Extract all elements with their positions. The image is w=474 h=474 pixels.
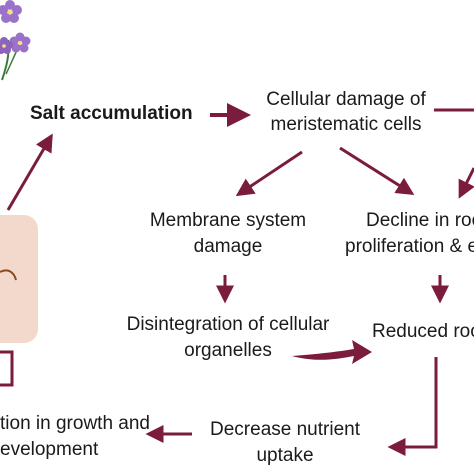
arrow-right-to-decline bbox=[458, 167, 474, 199]
membrane-damage-line1: Membrane system bbox=[149, 210, 307, 231]
decline-line1: Decline in roo bbox=[366, 210, 474, 231]
salt-accumulation-label: Salt accumulation bbox=[30, 103, 193, 124]
decrease-nutrient-line1: Decrease nutrient bbox=[210, 419, 360, 440]
arrow-disintegration-to-reduced bbox=[292, 340, 372, 364]
cellular-damage-line2: meristematic cells bbox=[270, 114, 422, 135]
membrane-damage-line2: damage bbox=[193, 236, 263, 257]
decrease-nutrient-line2: uptake bbox=[256, 445, 314, 466]
decline-line2: proliferation & e bbox=[345, 236, 474, 257]
arrow-cellular-to-membrane bbox=[235, 150, 303, 197]
reduced-root-label: Reduced roo bbox=[372, 321, 474, 342]
disintegration-line2: organelles bbox=[184, 340, 272, 361]
arrow-cellular-to-decline bbox=[339, 146, 415, 196]
disintegration-line1: Disintegration of cellular bbox=[126, 314, 330, 335]
growth-line1: tion in growth and bbox=[0, 413, 150, 434]
cellular-damage-line1: Cellular damage of bbox=[266, 89, 426, 110]
arrow-reduced-to-decrease bbox=[387, 357, 438, 456]
bracket-left bbox=[0, 350, 14, 387]
growth-line2: evelopment bbox=[0, 439, 99, 460]
root-image-box bbox=[0, 215, 38, 343]
arrow-root-to-salt bbox=[6, 133, 53, 211]
